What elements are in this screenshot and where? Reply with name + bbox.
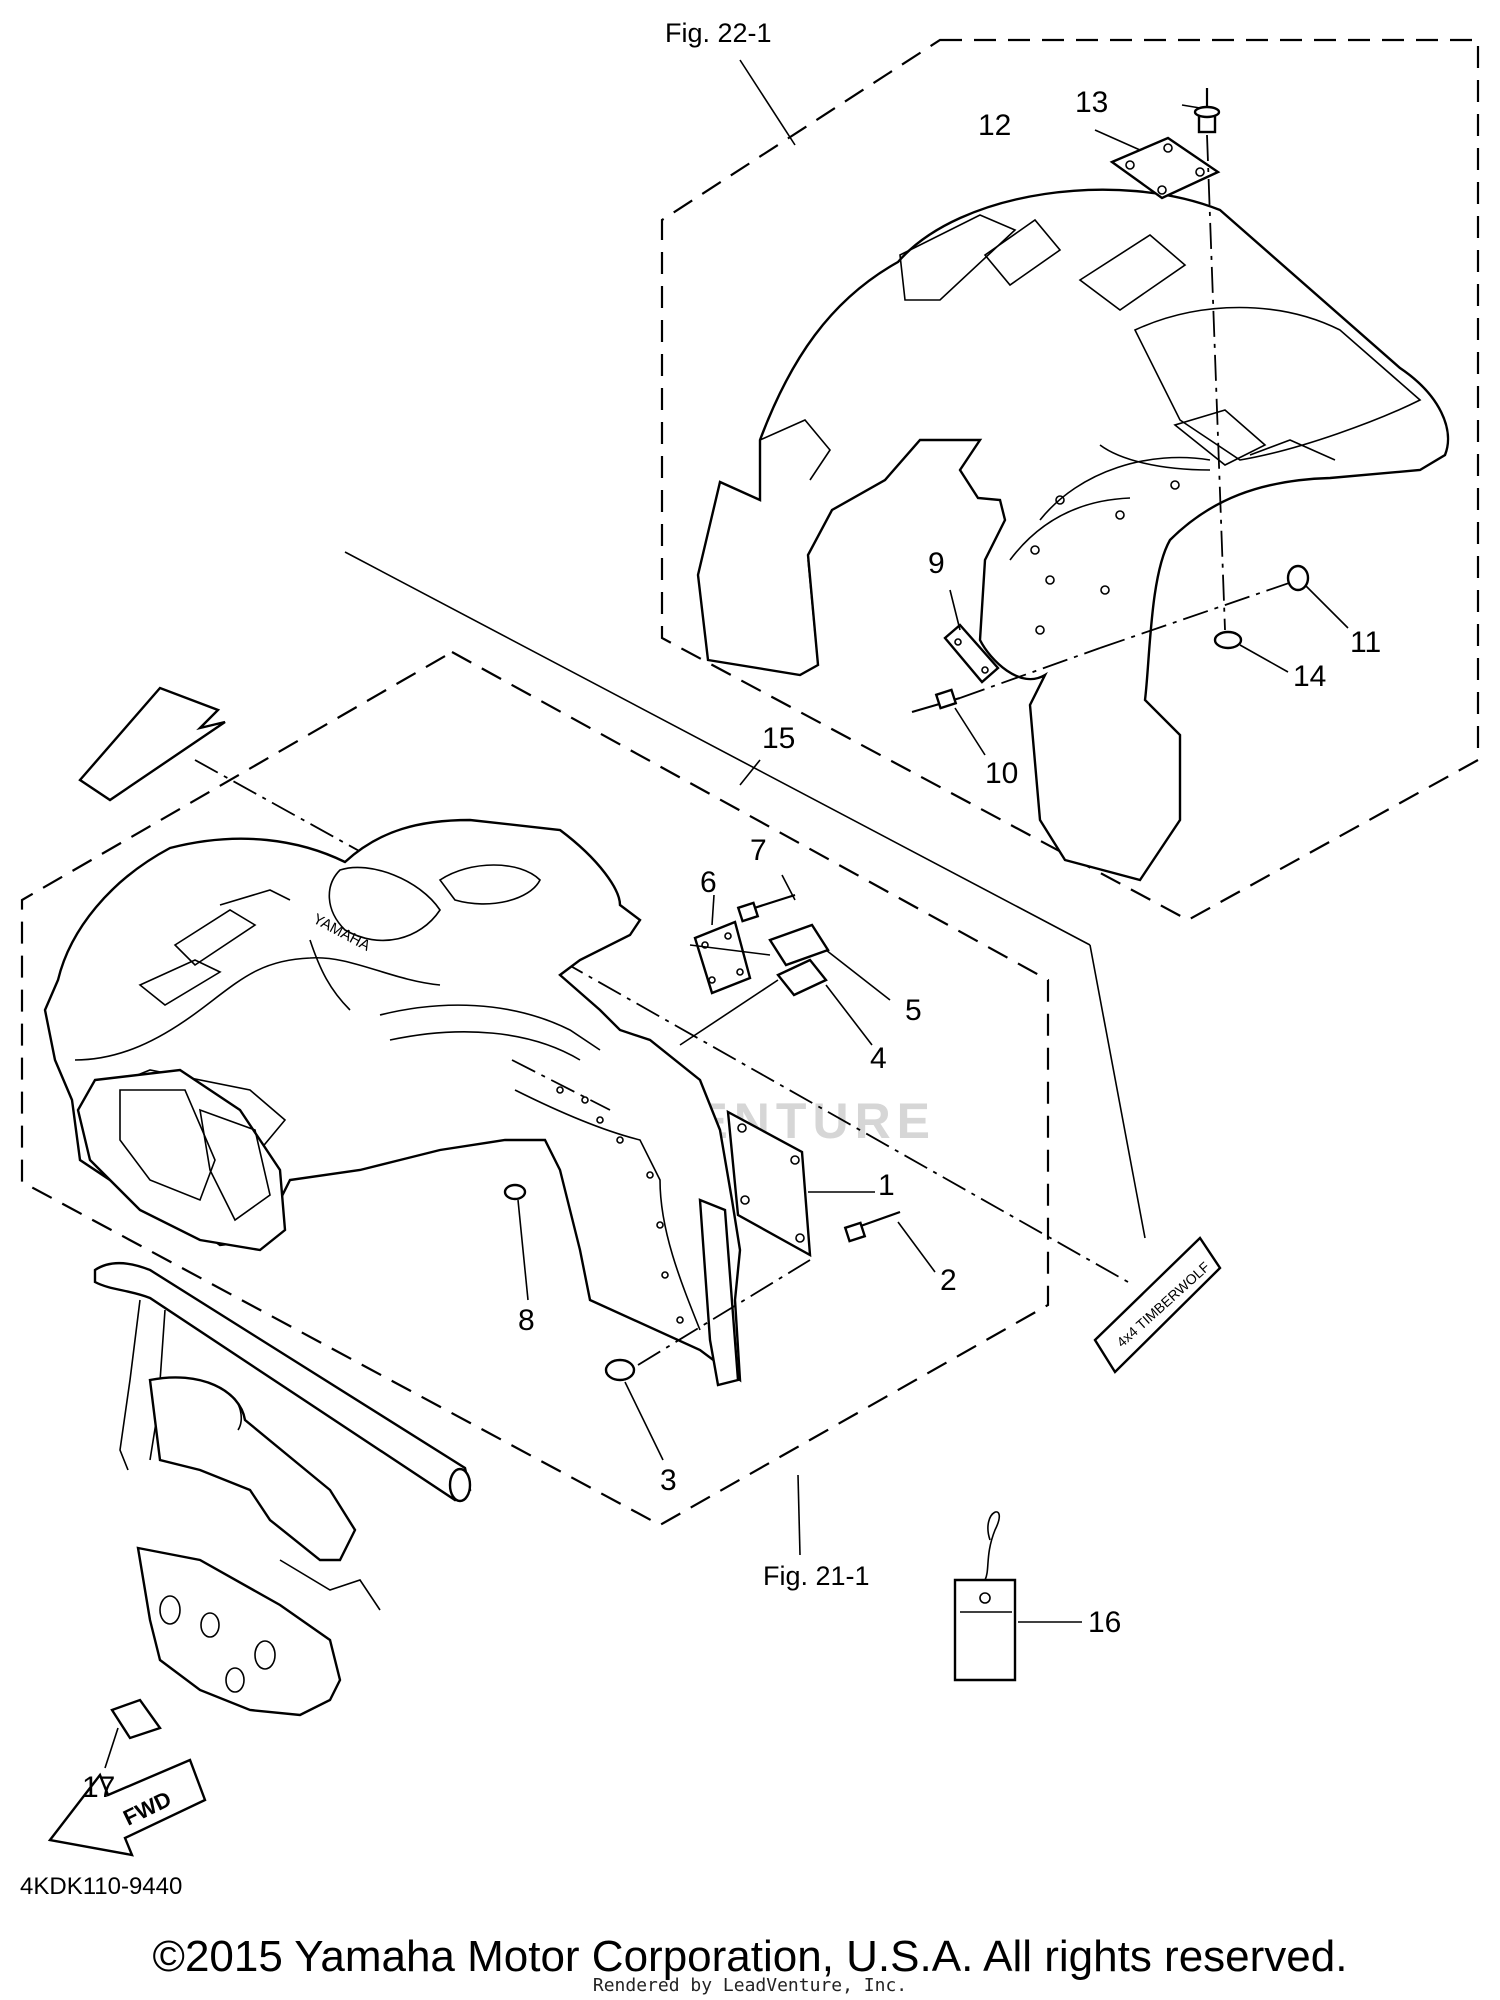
callout-12: 12: [978, 109, 1011, 142]
rivet-10-axis: [959, 647, 1101, 699]
grommet-11: [1286, 564, 1310, 592]
washer-8: [503, 1183, 527, 1201]
callout-6: 6: [700, 866, 717, 899]
side-decal: [78, 686, 226, 802]
timberwolf-emblem-decal: 4x4 TIMBERWOLF: [1093, 1236, 1222, 1374]
fwd-direction-arrow: FWD: [47, 1758, 207, 1857]
assembly-axis-8: [511, 1059, 611, 1111]
callout-14: 14: [1293, 660, 1326, 693]
decal-5: [768, 923, 830, 967]
fender-flap: [698, 1198, 740, 1387]
rear-fender: [696, 188, 1450, 882]
fig-ref-lower: Fig. 21-1: [763, 1561, 870, 1591]
washer-3: [604, 1358, 636, 1382]
decal-4: [776, 958, 828, 997]
callout-1: 1: [878, 1169, 895, 1202]
callout-7: 7: [750, 834, 767, 867]
plate-1: [726, 1109, 812, 1258]
callout-15: 15: [762, 722, 795, 755]
rear-fender-group-boundary: [660, 38, 1480, 922]
rivet-7: [736, 893, 796, 923]
plate-12: [1109, 136, 1221, 200]
headlight-housing: [76, 1068, 287, 1252]
decal-leader-line-2: [1089, 944, 1146, 1239]
rivet-13-axis: [1206, 134, 1226, 631]
assembly-line-4b: [679, 979, 779, 1046]
assembly-line-4: [689, 944, 771, 956]
part-code: 4KDK110-9440: [20, 1873, 182, 1900]
grommet-11-axis: [1099, 581, 1293, 649]
callout-3: 3: [660, 1464, 677, 1497]
callout-9: 9: [928, 547, 945, 580]
rivet-2: [843, 1210, 901, 1243]
grommet-14: [1213, 630, 1243, 650]
callout-4: 4: [870, 1042, 887, 1075]
callout-13: 13: [1075, 86, 1108, 119]
front-bumper: [93, 1262, 472, 1717]
front-fender-group-boundary: [20, 650, 1050, 1527]
callout-leaders: [104, 59, 1349, 1769]
emblem-17: [110, 1698, 162, 1740]
assembly-axis-1: [637, 1259, 811, 1366]
callout-5: 5: [905, 994, 922, 1027]
callout-2: 2: [940, 1264, 957, 1297]
callout-10: 10: [985, 757, 1018, 790]
callout-17: 17: [82, 1771, 115, 1804]
emblem-decal-text: 4x4 TIMBERWOLF: [1113, 1259, 1212, 1351]
copyright-notice: ©2015 Yamaha Motor Corporation, U.S.A. A…: [152, 1932, 1348, 1981]
callout-11: 11: [1350, 626, 1381, 659]
plate-6: [693, 920, 752, 995]
hang-tag-16: [953, 1511, 1017, 1682]
callout-8: 8: [518, 1304, 535, 1337]
rivet-13: [1193, 88, 1221, 134]
callout-16: 16: [1088, 1606, 1121, 1639]
center-line-2: [559, 959, 1129, 1283]
fig-ref-upper: Fig. 22-1: [665, 18, 772, 48]
rendered-by-notice: Rendered by LeadVenture, Inc.: [592, 1975, 908, 1996]
decal-leader-line: [344, 551, 1091, 946]
rivet-10: [911, 688, 961, 714]
